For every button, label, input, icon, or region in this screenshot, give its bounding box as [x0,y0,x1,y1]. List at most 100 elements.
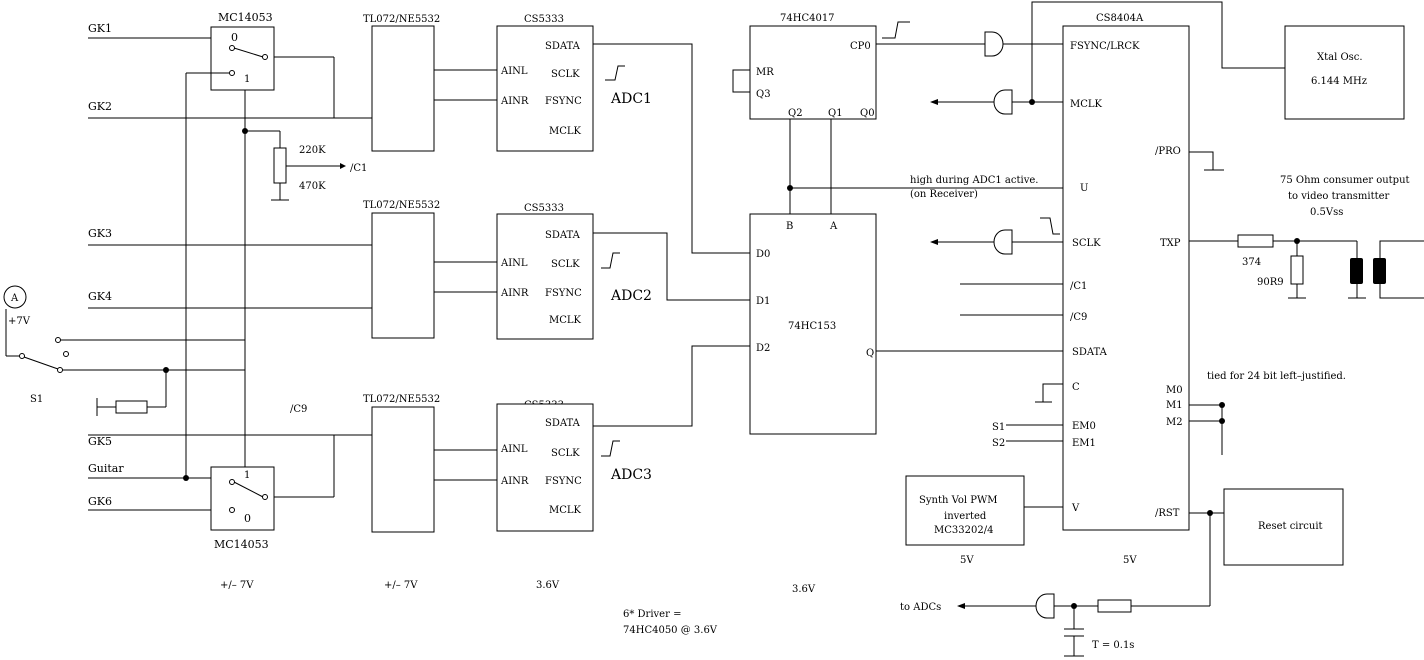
tx-u: U [1080,183,1088,194]
transmitter-pin-wires [960,151,1225,508]
tx-fsync: FSYNC/LRCK [1070,41,1140,52]
switch-s1-label: S1 [30,394,43,405]
transmitter-cs8404a: CS8404A FSYNC/LRCK MCLK /PRO U SCLK TXP … [992,13,1190,531]
tx-m1: M1 [1166,400,1183,411]
synth-line3: MC33202/4 [934,525,993,536]
label-guitar: Guitar [88,462,124,475]
pot-value-470k: 470K [299,181,326,192]
tx-mclk: MCLK [1070,99,1103,110]
tx-c1: /C1 [1070,281,1087,292]
label-gk3: GK3 [88,227,112,240]
counter-cp0: CP0 [850,41,871,52]
counter-q1: Q1 [828,108,843,119]
opamp-a: TL072/NE5532 [363,14,500,152]
supply-tx: 5V [1123,555,1137,566]
pot-output-label: /C1 [350,163,367,174]
tx-em0: EM0 [1072,421,1096,432]
meter-label: A [10,293,19,304]
opamp-a-name: TL072/NE5532 [363,14,440,25]
mux153-name: 74HC153 [788,321,836,332]
potentiometer: 220K 470K /C1 [271,131,367,201]
resistor-374: 374 [1242,257,1261,268]
reset-circuit: Reset circuit to ADCs T = 0.1s [900,488,1344,657]
source-voltage: +7V [8,316,31,327]
synth-line2: inverted [944,511,987,522]
source-switch: A +7V S1 [3,285,245,416]
adc1-sclk: SCLK [551,69,580,80]
tx-sdata: SDATA [1072,347,1108,358]
opamp-b-name: TL072/NE5532 [363,200,440,211]
reset-to-adcs: to ADCs [900,602,941,613]
mux153-d0: D0 [756,249,770,260]
input-labels: GK1 GK2 GK3 GK4 GK5 Guitar GK6 [88,22,124,508]
mux153-q: Q [866,348,874,359]
supply-opamp: +/– 7V [384,580,418,591]
mux153-a: A [829,221,838,232]
adc3-label: ADC3 [610,467,652,483]
reset-label: Reset circuit [1258,521,1323,532]
mux-bottom-name: MC14053 [214,538,269,551]
adc3-ainl: AINL [500,444,528,455]
adc3-ainr: AINR [500,476,529,487]
buffer-mclk [930,89,1063,115]
mux153-d2: D2 [756,343,770,354]
adc2-mclk: MCLK [549,315,582,326]
adc2-chip: CS5333 [524,203,564,214]
adc1-sdata: SDATA [545,41,581,52]
input-wires [88,37,372,511]
buffer-fsync [984,31,1063,57]
supply-synth: 5V [960,555,974,566]
tx-c9: /C9 [1070,312,1087,323]
mux153-b: B [786,221,793,232]
synth-line1: Synth Vol PWM [919,495,998,506]
counter-mr: MR [756,67,774,78]
tied-note: tied for 24 bit left–justified. [1207,371,1346,382]
label-gk2: GK2 [88,100,112,113]
tx-sclk: SCLK [1072,238,1101,249]
adc3: CS5333 AINL AINR SDATA SCLK FSYNC MCLK A… [496,400,652,532]
c9-label-left: /C9 [290,404,307,415]
tx-name: CS8404A [1096,13,1144,24]
mux-top: MC14053 0 1 [210,11,335,118]
pot-value-220k: 220K [299,145,326,156]
supply-logic: 3.6V [792,584,816,595]
adc1-mclk: MCLK [549,126,582,137]
adc2-ainr: AINR [500,288,529,299]
tx-c: C [1072,382,1080,393]
supply-labels: +/– 7V +/– 7V 3.6V 3.6V 5V 5V [220,555,1137,595]
opamp-b: TL072/NE5532 [363,200,500,339]
counter-q2: Q2 [788,108,803,119]
label-gk5: GK5 [88,435,112,448]
opamp-c: TL072/NE5532 [363,394,500,533]
mux-top-name: MC14053 [218,11,273,24]
label-gk1: GK1 [88,22,112,35]
adc2-sdata: SDATA [545,230,581,241]
mux-top-pin1: 1 [244,74,250,85]
tx-m0: M0 [1166,385,1183,396]
adc1-chip: CS5333 [524,14,564,25]
adc2: CS5333 AINL AINR SDATA SCLK FSYNC MCLK A… [496,203,652,340]
adc1: CS5333 AINL AINR SDATA SCLK FSYNC MCLK A… [496,14,652,152]
supply-mux: +/– 7V [220,580,254,591]
adc2-fsync: FSYNC [545,288,582,299]
mux-bottom-pin0: 0 [244,512,251,525]
adc2-ainl: AINL [500,258,528,269]
tx-m2: M2 [1166,417,1183,428]
tx-pro: /PRO [1155,146,1181,157]
tx-v: V [1071,503,1080,514]
counter-q0: Q0 [860,108,875,119]
adc2-label: ADC2 [610,288,652,304]
tx-rst: /RST [1155,508,1180,519]
adc1-label: ADC1 [610,91,652,107]
driver-note-line1: 6* Driver = [623,609,681,620]
opamp-c-name: TL072/NE5532 [363,394,440,405]
adc1-ainr: AINR [500,96,529,107]
resistor-90r9: 90R9 [1257,277,1284,288]
xtal-oscillator: Xtal Osc. 6.144 MHz [1284,25,1405,120]
adc3-sdata: SDATA [545,418,581,429]
output-note-line3: 0.5Vss [1310,207,1343,218]
osc-line1: Xtal Osc. [1317,52,1363,63]
counter-74hc4017: 74HC4017 CP0 MR Q3 Q2 Q1 Q0 [732,13,1063,214]
adc3-sclk: SCLK [551,448,580,459]
